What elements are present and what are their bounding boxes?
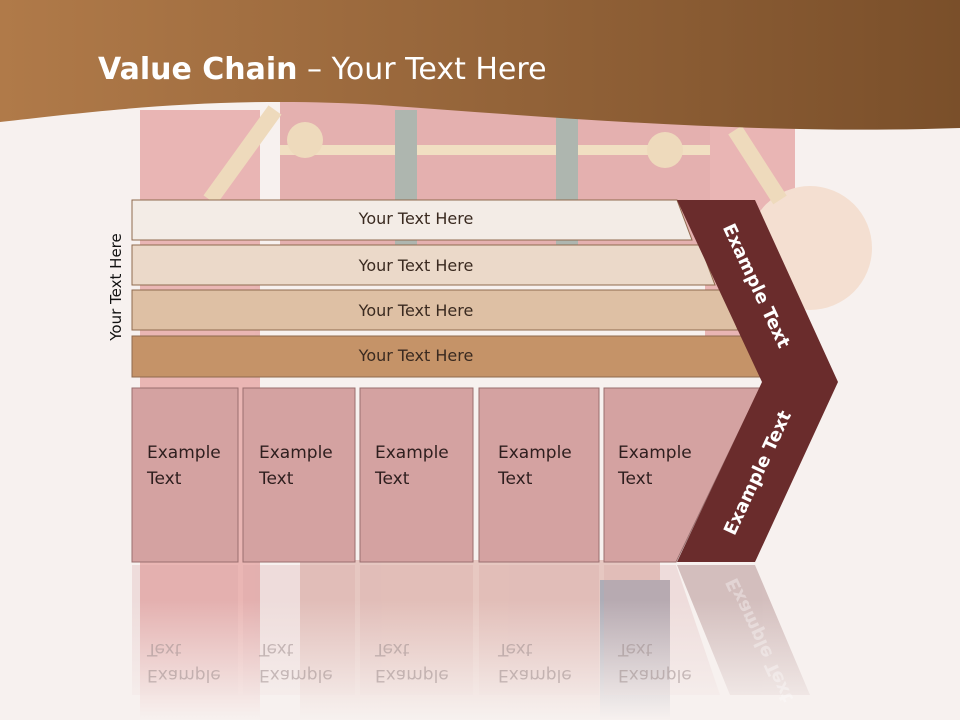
box-5: [603, 387, 761, 563]
chevron-arrow: [677, 200, 838, 562]
box-2: [242, 387, 356, 563]
row-label-3: Your Text Here: [358, 301, 474, 320]
row-bar-2: [131, 244, 716, 286]
box-4: [478, 387, 600, 563]
side-label: Your Text Here: [107, 233, 125, 341]
row-label-4: Your Text Here: [358, 346, 474, 365]
row-label-1: Your Text Here: [358, 209, 474, 228]
row-label-2: Your Text Here: [358, 256, 474, 275]
box-3: [359, 387, 474, 563]
page-title: Value Chain – Your Text Here: [98, 52, 547, 87]
title-rest: – Your Text Here: [297, 52, 547, 87]
title-bold: Value Chain: [98, 52, 298, 87]
header-band: [0, 0, 960, 130]
box-1: [131, 387, 239, 563]
row-bar-1: [131, 199, 693, 241]
